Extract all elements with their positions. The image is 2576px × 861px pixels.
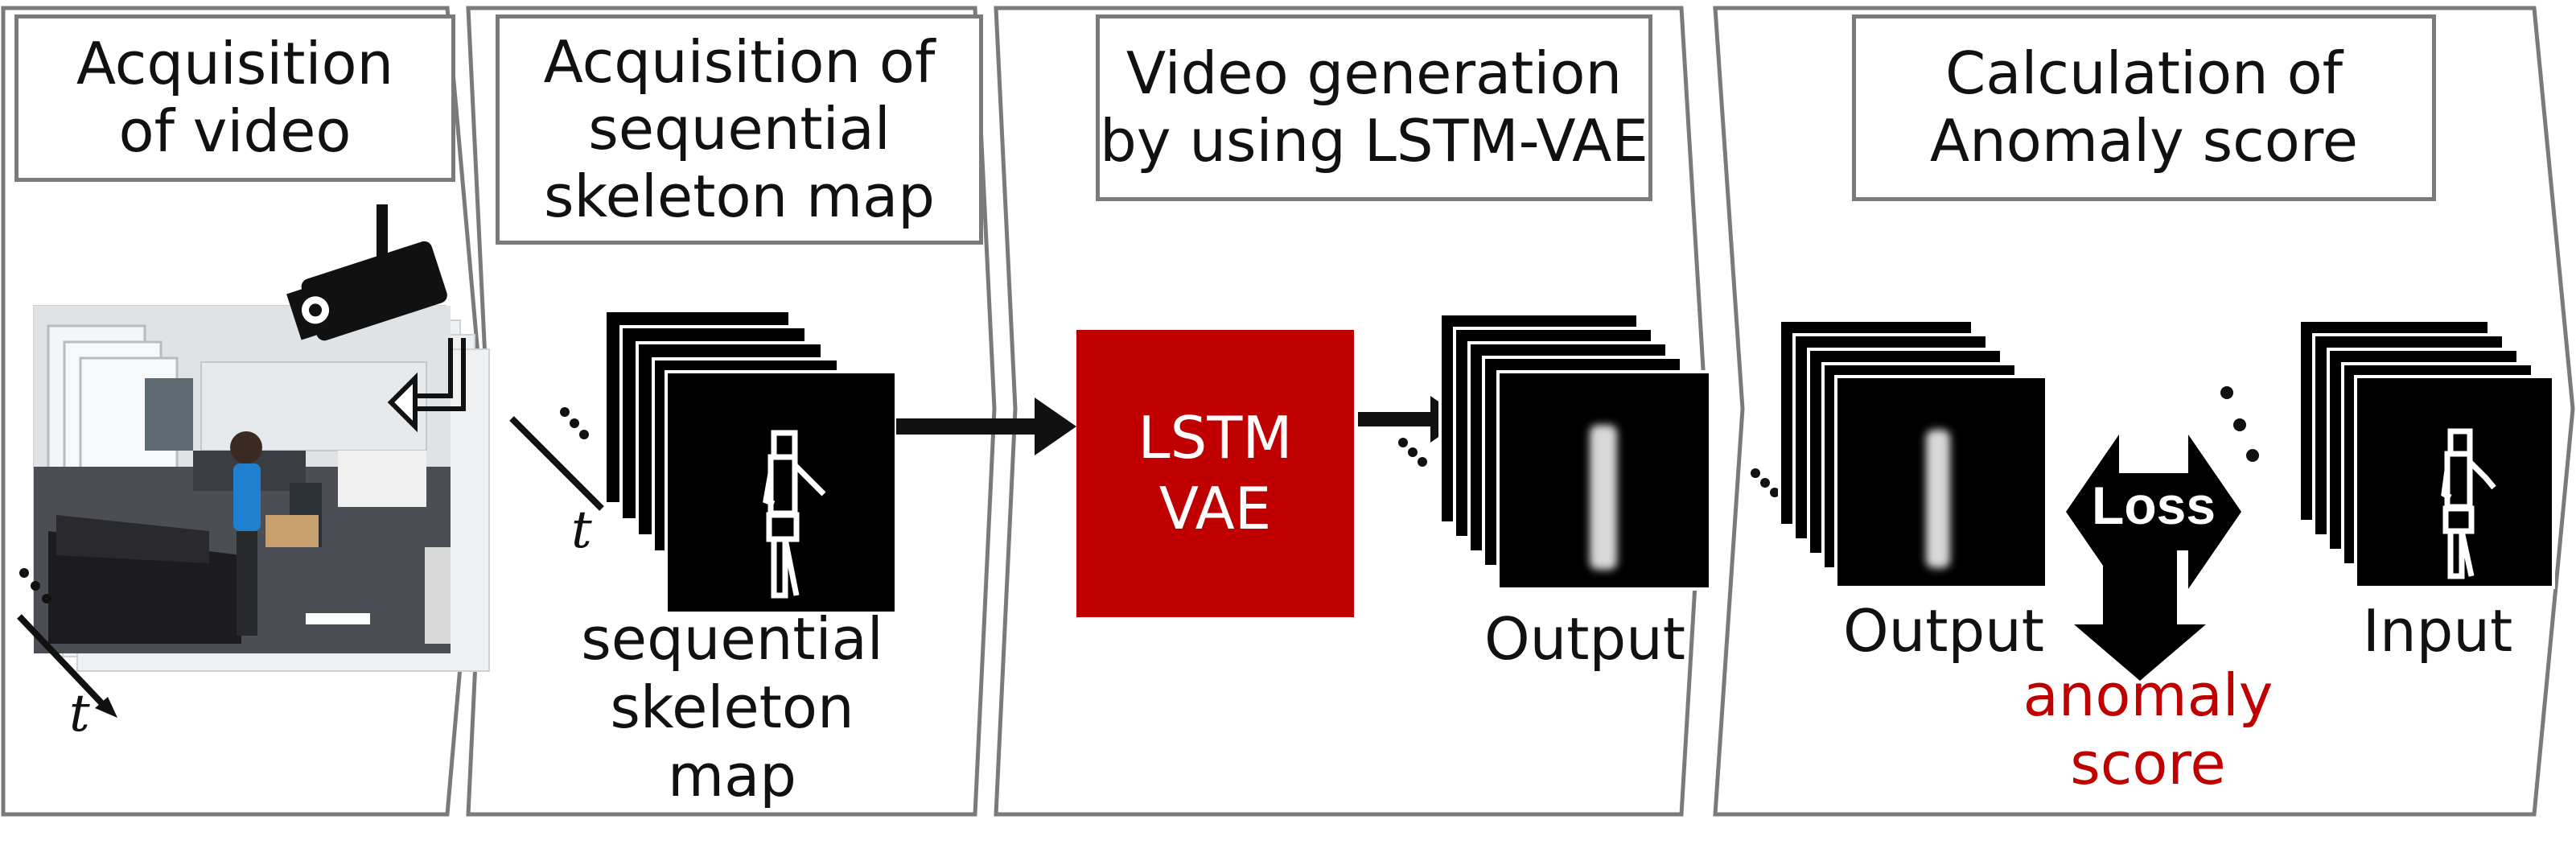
- score-output-label: Output: [1823, 597, 2064, 665]
- arrow-to-model: [896, 398, 1076, 455]
- loss-arrow: [2066, 435, 2241, 681]
- lstm-vae-model-box: LSTM VAE: [1076, 330, 1354, 617]
- output-label: Output: [1464, 605, 1706, 674]
- blurred-output-figure: [1590, 425, 1617, 570]
- output-frame-stack: [1440, 314, 1710, 589]
- time-axis-panel-2: [512, 407, 602, 509]
- loss-label: Loss: [2092, 475, 2212, 536]
- video-frame-stack: [34, 306, 489, 671]
- score-output-stack: [1751, 320, 2047, 587]
- anomaly-score-label: anomaly score: [2011, 661, 2285, 798]
- score-input-stack: [2220, 320, 2553, 587]
- blurred-score-figure: [1926, 430, 1950, 568]
- input-label: Input: [2317, 597, 2558, 665]
- time-label-panel-1: t: [69, 684, 90, 744]
- office-scene-photo: [34, 306, 451, 653]
- skeleton-stack: [605, 311, 896, 613]
- time-label-panel-2: t: [571, 501, 592, 560]
- skeleton-caption: sequential skeleton map: [515, 605, 949, 810]
